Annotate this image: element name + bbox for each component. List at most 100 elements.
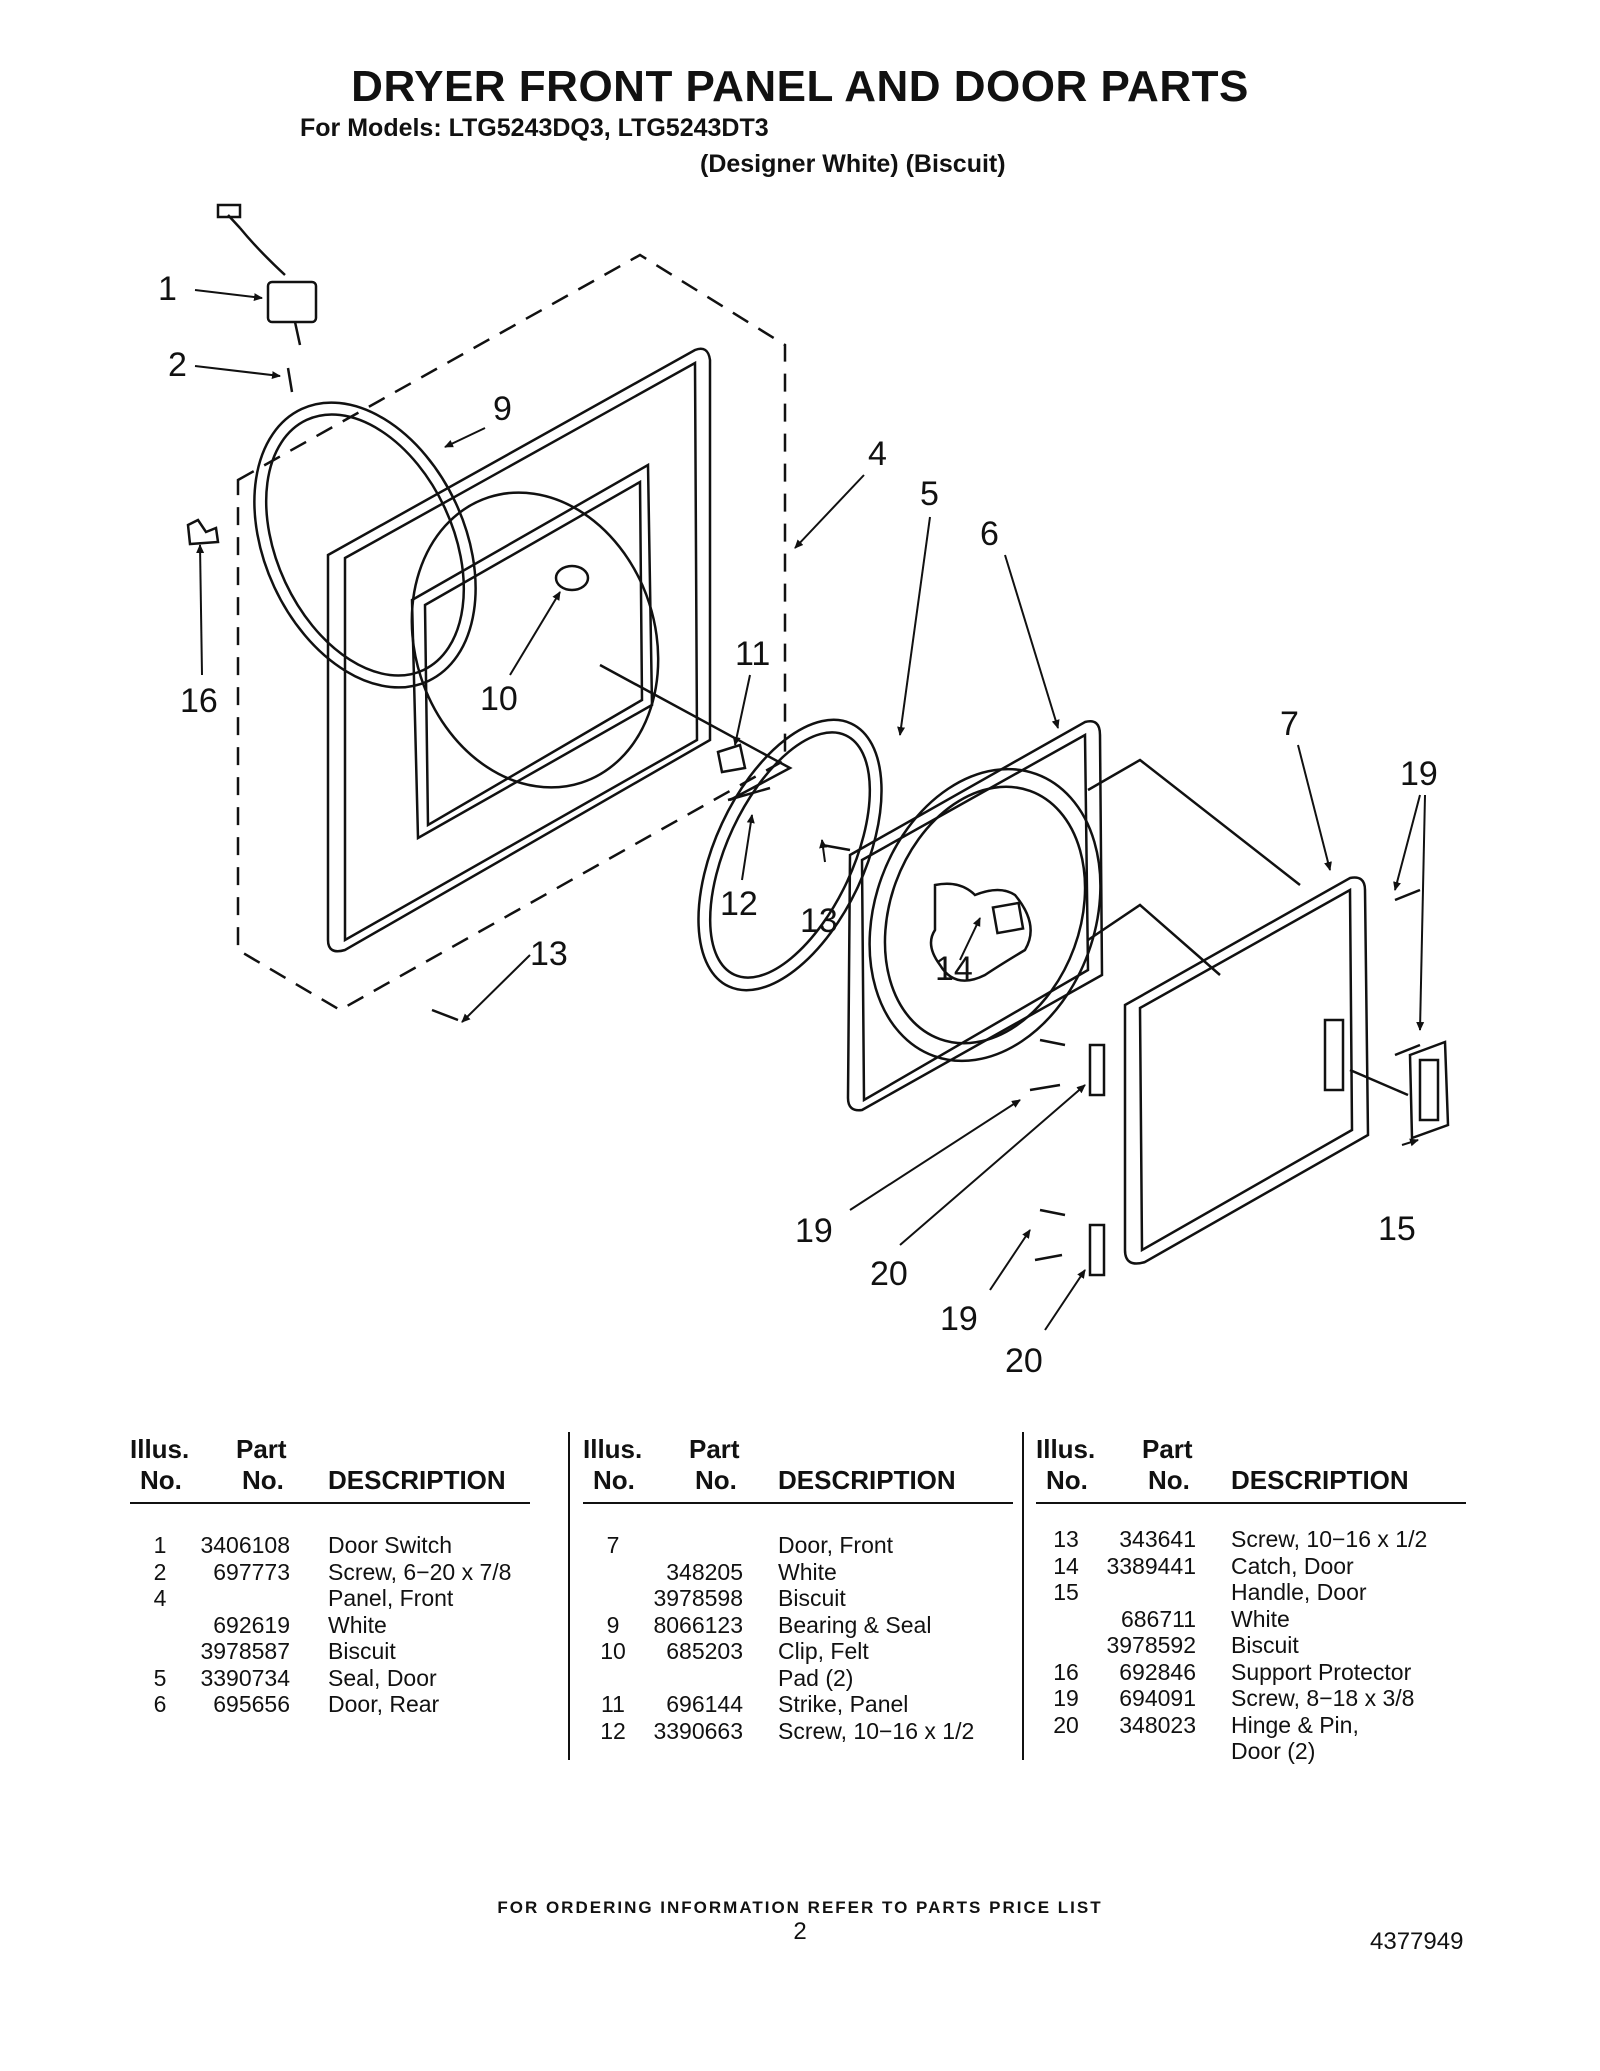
illus-number: 7: [606, 1532, 620, 1558]
table-header: Illus. No. Part No. DESCRIPTION: [583, 1432, 1013, 1504]
illus-number: 5: [153, 1664, 167, 1691]
front-door: [1123, 876, 1370, 1265]
part-number: 343641: [1119, 1526, 1196, 1552]
part-number: 3390663: [653, 1717, 743, 1744]
illus-number: 10: [600, 1638, 626, 1664]
rear-door: [846, 720, 1104, 1112]
part-description: Hinge & Pin,: [1231, 1711, 1359, 1738]
part-description: Handle, Door: [1231, 1579, 1367, 1605]
callout-label: 12: [720, 885, 758, 923]
part-description: Biscuit: [1231, 1632, 1299, 1658]
part-number: 696144: [666, 1691, 743, 1717]
part-description: Door, Rear: [328, 1691, 440, 1717]
column-divider: [1022, 1432, 1024, 1760]
models-line: For Models: LTG5243DQ3, LTG5243DT3: [300, 114, 769, 142]
part-description: White: [778, 1558, 837, 1585]
illus-number: 1: [153, 1532, 167, 1558]
table-row: 16 692846 Support Protector: [1036, 1659, 1466, 1686]
callout-label: 2: [168, 346, 187, 384]
part-description: Door, Front: [778, 1532, 894, 1558]
part-number: 685203: [666, 1638, 743, 1664]
part-number: 3978592: [1106, 1632, 1196, 1658]
parts-table-col-2: Illus. No. Part No. DESCRIPTION 7 Door, F…: [583, 1432, 1013, 1744]
table-row: Pad (2): [583, 1665, 1013, 1692]
table-header: Illus. No. Part No. DESCRIPTION: [130, 1432, 530, 1504]
part-description: Catch, Door: [1231, 1552, 1354, 1579]
page-number: 2: [793, 1918, 807, 1945]
part-number: 8066123: [653, 1611, 743, 1638]
table-row: 348205 White: [583, 1559, 1013, 1586]
part-description: Door Switch: [328, 1532, 452, 1558]
part-number: 692619: [213, 1611, 290, 1638]
callout-label: 1: [158, 270, 177, 308]
callout-label: 19: [1400, 755, 1438, 793]
part-description: Seal, Door: [328, 1664, 437, 1691]
callout-label: 14: [935, 950, 973, 988]
part-number: 348205: [666, 1558, 743, 1585]
illus-number: 4: [153, 1585, 167, 1611]
illus-number: 15: [1053, 1579, 1079, 1605]
callout-label: 13: [800, 902, 838, 940]
illus-number: 16: [1053, 1658, 1079, 1685]
part-description: Door (2): [1231, 1738, 1316, 1764]
part-description: Support Protector: [1231, 1658, 1412, 1685]
part-number: 3389441: [1106, 1552, 1196, 1579]
illus-number: 9: [606, 1611, 620, 1638]
illus-number: 11: [601, 1691, 625, 1717]
callout-label: 6: [980, 515, 999, 553]
callout-label: 20: [870, 1255, 908, 1293]
part-description: Screw, 8−18 x 3/8: [1231, 1685, 1415, 1711]
column-divider: [568, 1432, 570, 1760]
part-number: 348023: [1119, 1711, 1196, 1738]
front-panel: [326, 347, 712, 953]
part-number: 3978587: [200, 1638, 290, 1664]
part-number: 694091: [1119, 1685, 1196, 1711]
door-switch: [266, 280, 318, 324]
part-number: 695656: [213, 1691, 290, 1717]
part-description: Biscuit: [778, 1585, 846, 1611]
part-description: Pad (2): [778, 1664, 854, 1691]
colors-line: (Designer White) (Biscuit): [700, 150, 1006, 178]
part-number: 686711: [1120, 1605, 1196, 1632]
door-seal: [697, 718, 883, 992]
illus-number: 19: [1053, 1685, 1079, 1711]
table-row: 14 3389441 Catch, Door: [1036, 1553, 1466, 1580]
part-description: Screw, 6−20 x 7/8: [328, 1558, 512, 1585]
table-row: 15 Handle, Door: [1036, 1579, 1466, 1606]
door-handle: [1408, 1040, 1450, 1140]
callout-label: 19: [795, 1212, 833, 1250]
callout-label: 10: [480, 680, 518, 718]
part-number: 697773: [213, 1558, 290, 1585]
table-row: 20 348023 Hinge & Pin,: [1036, 1712, 1466, 1739]
exploded-parts-diagram: 1 2 9 4 5 6 16 10 11 7 19 12 13 13 14 19…: [158, 203, 1450, 1380]
callout-label: 7: [1280, 705, 1299, 743]
document-number: 4377949: [1370, 1928, 1464, 1955]
table-row: 1 3406108 Door Switch: [130, 1532, 530, 1559]
callout-numbers: 1 2 9 4 5 6 16 10 11 7 19 12 13 13 14 19…: [158, 270, 1438, 1380]
illus-number: 13: [1053, 1526, 1079, 1552]
page-title: DRYER FRONT PANEL AND DOOR PARTS: [351, 62, 1249, 111]
illus-number: 14: [1053, 1552, 1079, 1579]
illus-number: 20: [1053, 1711, 1079, 1738]
ordering-note: FOR ORDERING INFORMATION REFER TO PARTS …: [497, 1898, 1103, 1917]
table-row: 19 694091 Screw, 8−18 x 3/8: [1036, 1685, 1466, 1712]
part-description: Screw, 10−16 x 1/2: [778, 1717, 975, 1744]
table-row: 3978592 Biscuit: [1036, 1632, 1466, 1659]
callout-label: 15: [1378, 1210, 1416, 1248]
callout-label: 5: [920, 475, 939, 513]
part-number: 3406108: [200, 1532, 290, 1558]
part-description: Screw, 10−16 x 1/2: [1231, 1526, 1428, 1552]
callout-label: 13: [530, 935, 568, 973]
callout-label: 9: [493, 390, 512, 428]
part-description: Bearing & Seal: [778, 1611, 932, 1638]
part-number: 692846: [1119, 1658, 1196, 1685]
